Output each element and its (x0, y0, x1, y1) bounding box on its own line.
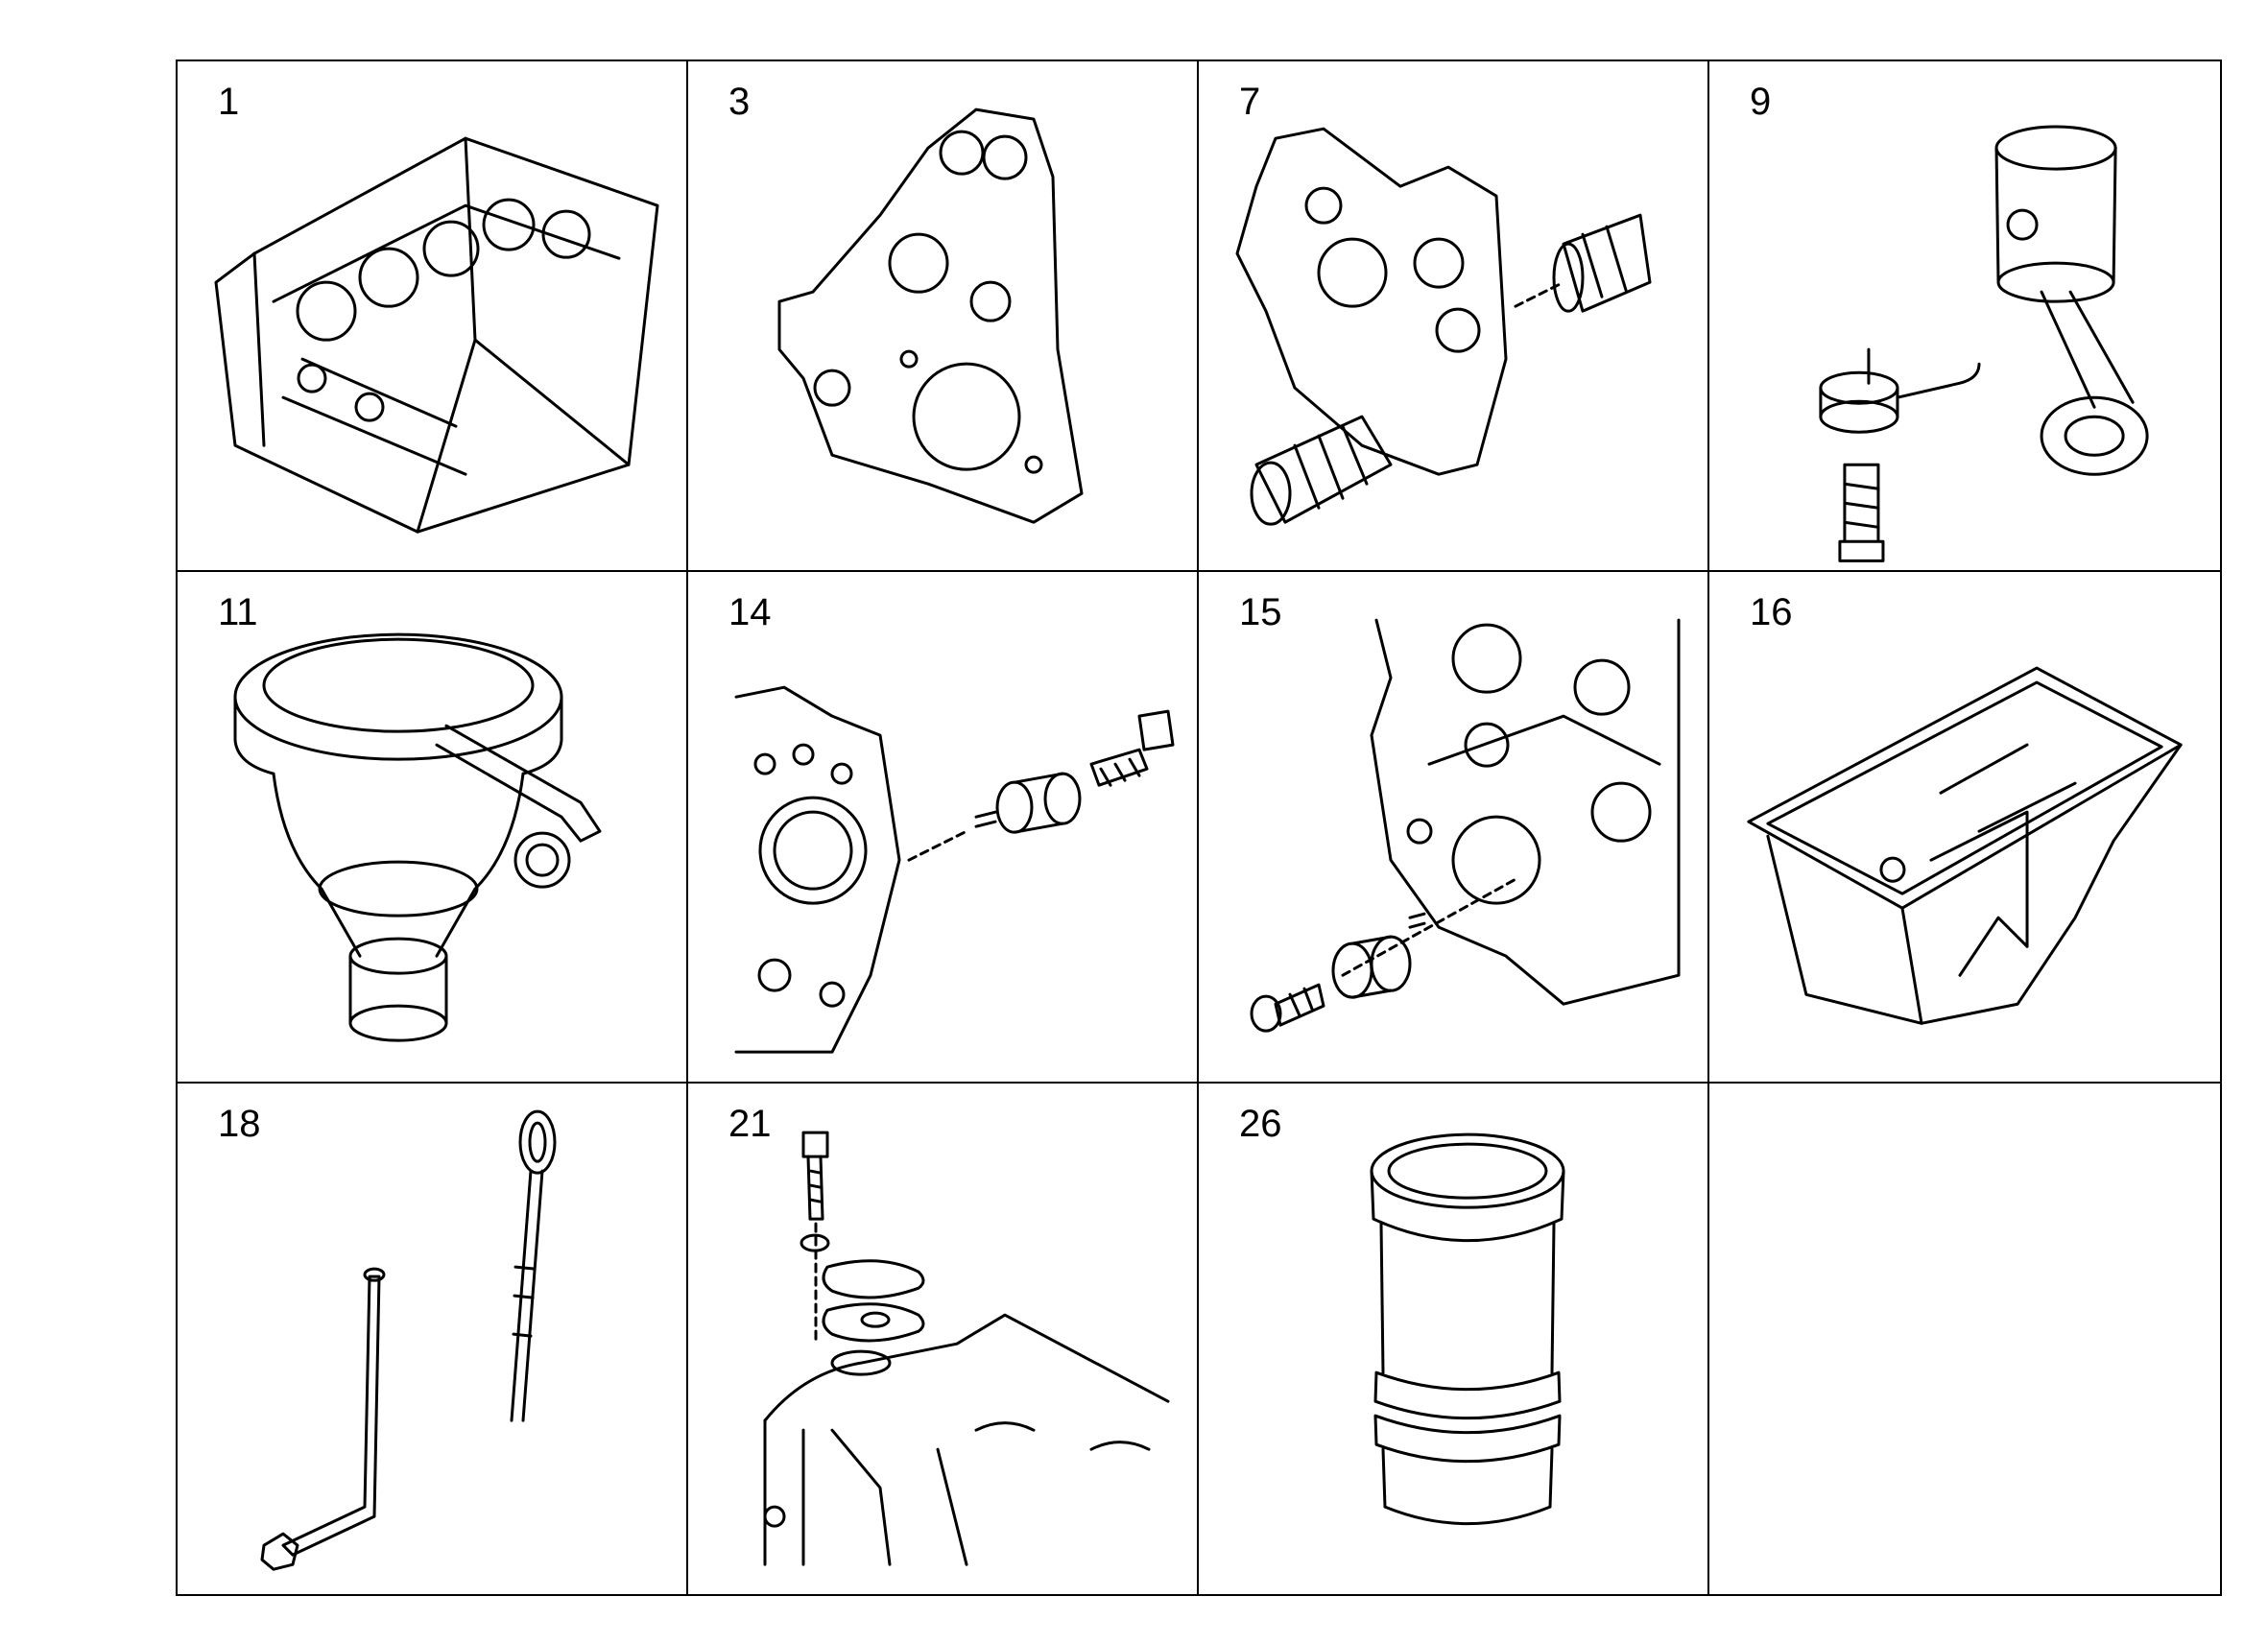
part-cell-18[interactable]: 18 (178, 1083, 688, 1594)
part-number: 3 (728, 81, 751, 123)
dipstick-and-tube-drawing (260, 1109, 557, 1571)
part-number: 26 (1239, 1102, 1282, 1145)
part-number: 11 (218, 591, 258, 634)
part-cell-1[interactable]: 1 (178, 61, 688, 573)
part-cell-16[interactable]: 16 (1709, 572, 2220, 1084)
oil-filler-breather-drawing (233, 632, 602, 1042)
block-with-bolt-drawing (1250, 618, 1681, 1033)
part-number: 1 (218, 81, 240, 123)
empty-cell (1709, 1084, 2220, 1594)
cover-plate-gasket-drawing (763, 1131, 1170, 1566)
cylinder-liner-drawing (1370, 1132, 1565, 1525)
part-number: 14 (728, 591, 772, 634)
part-cell-7[interactable]: 7 (1199, 61, 1709, 573)
part-number: 16 (1750, 591, 1793, 634)
cylinder-block-drawing (214, 136, 659, 534)
part-number: 15 (1239, 591, 1282, 634)
timing-case-cover-drawing (777, 107, 1084, 524)
part-cell-26[interactable]: 26 (1199, 1083, 1709, 1594)
part-cell-15[interactable]: 15 (1199, 572, 1709, 1084)
oil-pan-drawing (1747, 666, 2183, 1026)
part-cell-3[interactable]: 3 (688, 61, 1199, 573)
part-number: 7 (1239, 81, 1261, 123)
part-cell-9[interactable]: 9 (1709, 61, 2220, 573)
idler-gear-stub-drawing (734, 685, 1175, 1054)
part-number: 21 (728, 1102, 772, 1145)
part-number: 18 (218, 1102, 261, 1145)
part-cell-11[interactable]: 11 (178, 572, 688, 1084)
parts-grid: 1 3 7 (176, 60, 2222, 1596)
part-cell-14[interactable]: 14 (688, 572, 1199, 1084)
part-number: 9 (1750, 81, 1772, 123)
part-cell-21[interactable]: 21 (688, 1083, 1199, 1594)
piston-conrod-drawing (1819, 125, 2149, 562)
front-cover-with-pump-drawing (1235, 127, 1652, 526)
